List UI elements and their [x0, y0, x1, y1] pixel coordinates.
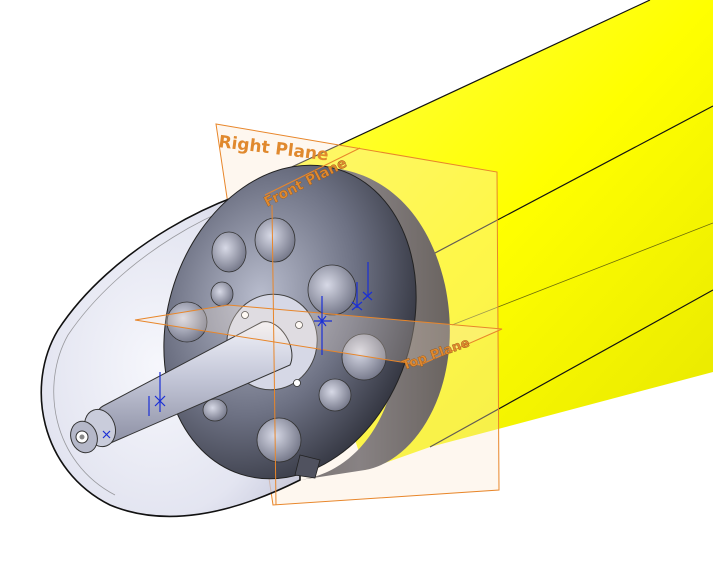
front-plane[interactable]	[264, 147, 361, 506]
lightening-holes	[166, 217, 387, 479]
drive-shaft[interactable]	[66, 321, 293, 457]
top-plane[interactable]	[134, 304, 503, 366]
sketch-relations	[102, 262, 373, 439]
